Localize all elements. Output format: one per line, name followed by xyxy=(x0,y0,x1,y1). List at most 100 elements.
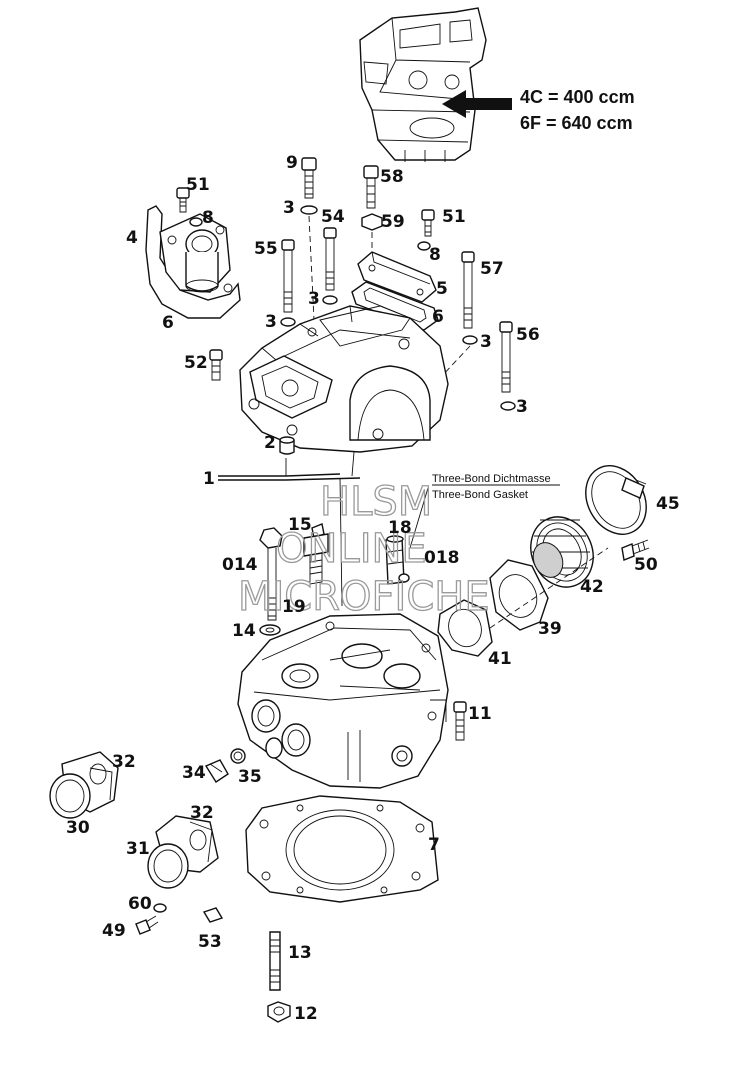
callout-57: 57 xyxy=(480,259,504,279)
dowel-2 xyxy=(279,436,295,455)
callout-51-right: 51 xyxy=(442,207,466,227)
manifold-30 xyxy=(49,751,119,819)
bolt-58 xyxy=(363,165,379,209)
callout-34: 34 xyxy=(182,763,206,783)
callout-18: 18 xyxy=(388,518,412,538)
callout-labels: 9 58 51 8 3 54 59 51 4 55 8 57 5 3 6 6 3… xyxy=(66,153,680,1024)
washer-60 xyxy=(153,903,167,913)
washer-3-c xyxy=(280,317,296,327)
plug-34 xyxy=(204,759,229,783)
callout-59: 59 xyxy=(381,212,405,232)
callout-50: 50 xyxy=(634,555,658,575)
oring-018 xyxy=(398,573,410,583)
callout-55: 55 xyxy=(254,239,278,259)
sensor-15 xyxy=(303,523,329,585)
callout-9: 9 xyxy=(286,153,298,173)
legend-arrow xyxy=(442,90,512,118)
callout-3-c: 3 xyxy=(265,312,277,332)
watermark: HLSM ONLINE MICROFICHE xyxy=(237,478,490,620)
thermostat-cover xyxy=(145,205,241,319)
flange-39 xyxy=(489,559,549,631)
callout-31: 31 xyxy=(126,839,150,859)
callout-53: 53 xyxy=(198,932,222,952)
callout-018: 018 xyxy=(424,548,460,568)
washer-3-b xyxy=(322,295,338,305)
callout-54: 54 xyxy=(321,207,345,227)
watermark-line-1: HLSM xyxy=(320,479,432,525)
callout-60: 60 xyxy=(128,894,152,914)
sealant-note-de: Three-Bond Dichtmasse xyxy=(432,473,551,485)
callout-39: 39 xyxy=(538,619,562,639)
bolt-51-left xyxy=(176,187,190,213)
callout-42: 42 xyxy=(580,577,604,597)
callout-30: 30 xyxy=(66,818,90,838)
callout-4: 4 xyxy=(126,228,138,248)
callout-13: 13 xyxy=(288,943,312,963)
nut-59 xyxy=(361,213,383,231)
callout-1: 1 xyxy=(203,469,215,489)
bolt-54 xyxy=(323,227,337,291)
callout-3-b: 3 xyxy=(308,289,320,309)
legend-line-640: 6F = 640 ccm xyxy=(520,113,633,133)
washer-3-e xyxy=(500,401,516,411)
callout-32-top: 32 xyxy=(112,752,136,772)
intake-rubber-42 xyxy=(530,516,594,588)
inspection-cover xyxy=(357,251,437,303)
bolt-52 xyxy=(209,349,223,381)
legend-line-400: 4C = 400 ccm xyxy=(520,87,635,107)
callout-58: 58 xyxy=(380,167,404,187)
stud-014 xyxy=(259,527,283,621)
callout-51-left: 51 xyxy=(186,175,210,195)
stud-13 xyxy=(269,931,281,991)
clip-53 xyxy=(202,907,224,923)
callout-2: 2 xyxy=(264,433,276,453)
bolt-57 xyxy=(461,251,475,329)
bolt-9 xyxy=(301,157,317,199)
washer-3-d xyxy=(462,335,478,345)
callout-014: 014 xyxy=(222,555,258,575)
valve-cover xyxy=(239,305,449,453)
callout-11: 11 xyxy=(468,704,492,724)
callout-3-e: 3 xyxy=(516,397,528,417)
callout-45: 45 xyxy=(656,494,680,514)
cylinder-head xyxy=(237,613,449,789)
callout-56: 56 xyxy=(516,325,540,345)
bolt-51-right xyxy=(421,209,435,237)
nut-12 xyxy=(267,1001,291,1023)
callout-15: 15 xyxy=(288,515,312,535)
callout-32-bottom: 32 xyxy=(190,803,214,823)
washer-3-a xyxy=(300,205,318,215)
callout-14: 14 xyxy=(232,621,256,641)
callout-35: 35 xyxy=(238,767,262,787)
callout-6-left: 6 xyxy=(162,313,174,333)
callout-6-right: 6 xyxy=(432,307,444,327)
bolt-50 xyxy=(621,539,650,561)
callout-52: 52 xyxy=(184,353,208,373)
oring-35 xyxy=(230,748,246,764)
sealant-note-en: Three-Bond Gasket xyxy=(432,489,528,501)
manifold-31 xyxy=(147,815,219,889)
engine-thumbnail xyxy=(359,7,487,162)
watermark-line-2: ONLINE xyxy=(276,526,427,572)
callout-7: 7 xyxy=(428,835,440,855)
callout-41: 41 xyxy=(488,649,512,669)
head-gasket xyxy=(245,795,439,903)
bolt-55 xyxy=(281,239,295,313)
bolt-49 xyxy=(135,915,159,935)
bolt-56 xyxy=(499,321,513,393)
watermark-line-3: MICROFICHE xyxy=(238,574,490,620)
callout-12: 12 xyxy=(294,1004,318,1024)
washer-8-right xyxy=(417,241,431,251)
callout-3-a: 3 xyxy=(283,198,295,218)
callout-5: 5 xyxy=(436,279,448,299)
callout-3-d: 3 xyxy=(480,332,492,352)
clamp-45 xyxy=(585,465,647,535)
callout-8-right: 8 xyxy=(429,245,441,265)
washer-8-left xyxy=(189,217,203,227)
washer-14 xyxy=(259,624,281,636)
callout-49: 49 xyxy=(102,921,126,941)
callout-19: 19 xyxy=(282,597,306,617)
gasket-41 xyxy=(437,599,493,657)
cover-gasket xyxy=(351,281,439,331)
